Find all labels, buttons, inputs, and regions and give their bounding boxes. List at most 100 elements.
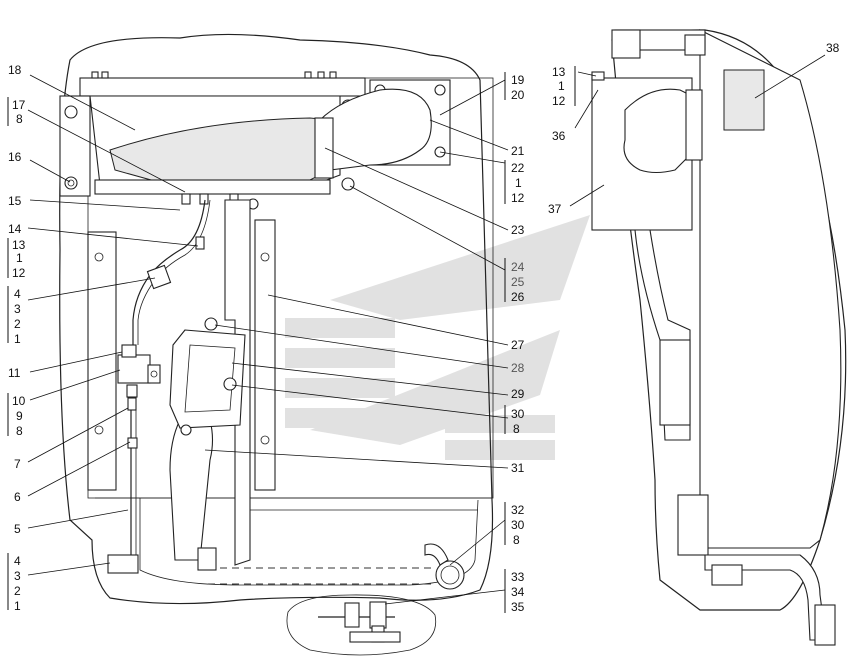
watermark-stripe-2 (285, 348, 395, 368)
side-hose (704, 554, 827, 641)
dust-tube (169, 419, 214, 561)
top-bracket (79, 77, 366, 97)
drain-valve-inner (440, 565, 460, 585)
rstrip-hole-1 (260, 252, 270, 262)
callout-5: 5 (14, 522, 21, 536)
callout-13r-line3: 12 (552, 94, 566, 108)
side-cyclone (659, 339, 691, 426)
callout-32-line2: 30 (511, 518, 525, 532)
intake-duct (319, 88, 432, 171)
callout-18: 18 (8, 63, 22, 77)
side-lamp-38 (723, 69, 765, 131)
side-top-cap (611, 29, 641, 59)
callout-13-line1: 13 (12, 238, 26, 252)
callout-17-line2: 8 (16, 112, 23, 126)
callout-4b-line3: 2 (14, 584, 21, 598)
sensor-hose-2 (137, 199, 211, 345)
callout-4-line3: 2 (14, 317, 21, 331)
flange-bolt-2 (434, 84, 446, 96)
callout-6: 6 (14, 490, 21, 504)
callout-7: 7 (14, 457, 21, 471)
sensor-hose (132, 199, 206, 345)
bolt-16 (64, 176, 78, 190)
callout-22-line2: 1 (515, 176, 522, 190)
side-sensor (814, 604, 836, 646)
callout-33-line3: 35 (511, 600, 525, 614)
watermark-stripe-5 (445, 440, 555, 460)
hose-fitting (195, 236, 205, 250)
detail-bubble (286, 594, 437, 656)
cyclone-inner (184, 344, 236, 413)
bolt-29 (223, 377, 237, 391)
callout-13r-line2: 1 (558, 79, 565, 93)
leader-lines (27, 54, 826, 605)
detail-fitting-2 (369, 601, 387, 629)
callout-4-line2: 3 (14, 302, 21, 316)
callout-31: 31 (511, 461, 525, 475)
side-body (699, 29, 842, 549)
callout-13r-line1: 13 (552, 65, 566, 79)
callout-15: 15 (8, 194, 22, 208)
callouts-left: 18 17 8 16 15 14 13 1 12 4 3 2 1 11 10 9… (7, 63, 26, 613)
bolt-left-upper (64, 105, 78, 119)
callout-4b-line4: 1 (14, 599, 21, 613)
callout-13-line2: 1 (16, 251, 23, 265)
rstrip-hole-2 (260, 435, 270, 445)
callout-37: 37 (548, 202, 562, 216)
callout-17-line1: 17 (12, 98, 26, 112)
callout-24-line3: 26 (511, 290, 525, 304)
side-bolt-36 (591, 71, 605, 81)
side-flange-strip (684, 34, 706, 56)
fitting-8 (127, 397, 137, 411)
top-bolts (91, 71, 337, 79)
right-side-strip (254, 219, 276, 491)
bolt-24 (341, 177, 355, 191)
callout-10-line1: 10 (12, 394, 26, 408)
callout-32-line1: 32 (511, 503, 525, 517)
callout-30-line1: 30 (511, 407, 525, 421)
strip-hole-2 (94, 425, 104, 435)
pipe-foot (197, 547, 217, 571)
callout-21: 21 (511, 144, 525, 158)
callout-32-line3: 8 (513, 533, 520, 547)
callout-29: 29 (511, 387, 525, 401)
callout-22-line1: 22 (511, 161, 525, 175)
watermark-stripe-1 (285, 318, 395, 338)
bolt-28 (204, 317, 218, 331)
lower-tank (139, 498, 479, 586)
callout-19-line1: 19 (511, 73, 525, 87)
callout-4-line1: 4 (14, 287, 21, 301)
fitting-9 (126, 384, 138, 398)
dashed-connection (208, 567, 435, 585)
watermark-stripe-4 (285, 408, 395, 428)
callout-36: 36 (552, 129, 566, 143)
side-bracket-bottom (677, 494, 709, 556)
indicator-cap (121, 344, 137, 358)
callouts-right: 13 1 12 36 37 38 (548, 41, 840, 216)
callout-4-line4: 1 (14, 332, 21, 346)
callout-19-line2: 20 (511, 88, 525, 102)
callout-24-line2: 25 (511, 275, 525, 289)
detail-fitting-1 (344, 602, 360, 628)
callout-23: 23 (511, 223, 525, 237)
callout-28: 28 (511, 361, 525, 375)
side-clamp-plate (685, 89, 703, 161)
callout-33-line2: 34 (511, 585, 525, 599)
callout-4b-line2: 3 (14, 569, 21, 583)
duct-pipe-23 (314, 117, 334, 179)
callout-4b-line1: 4 (14, 554, 21, 568)
bolt-30 (180, 424, 192, 436)
watermark-logo (285, 215, 590, 460)
watermark-stripe-6 (445, 415, 555, 433)
strip-hole-1 (94, 252, 104, 262)
callout-10-line3: 8 (16, 424, 23, 438)
housing-base (94, 179, 331, 195)
callout-10-line2: 9 (16, 409, 23, 423)
callout-16: 16 (8, 150, 22, 164)
bolt-16-inner (67, 179, 75, 187)
tube-end (107, 554, 139, 574)
hose-clip (146, 264, 172, 290)
side-view (591, 29, 847, 646)
side-elbow (623, 88, 691, 174)
callout-11: 11 (8, 366, 21, 380)
